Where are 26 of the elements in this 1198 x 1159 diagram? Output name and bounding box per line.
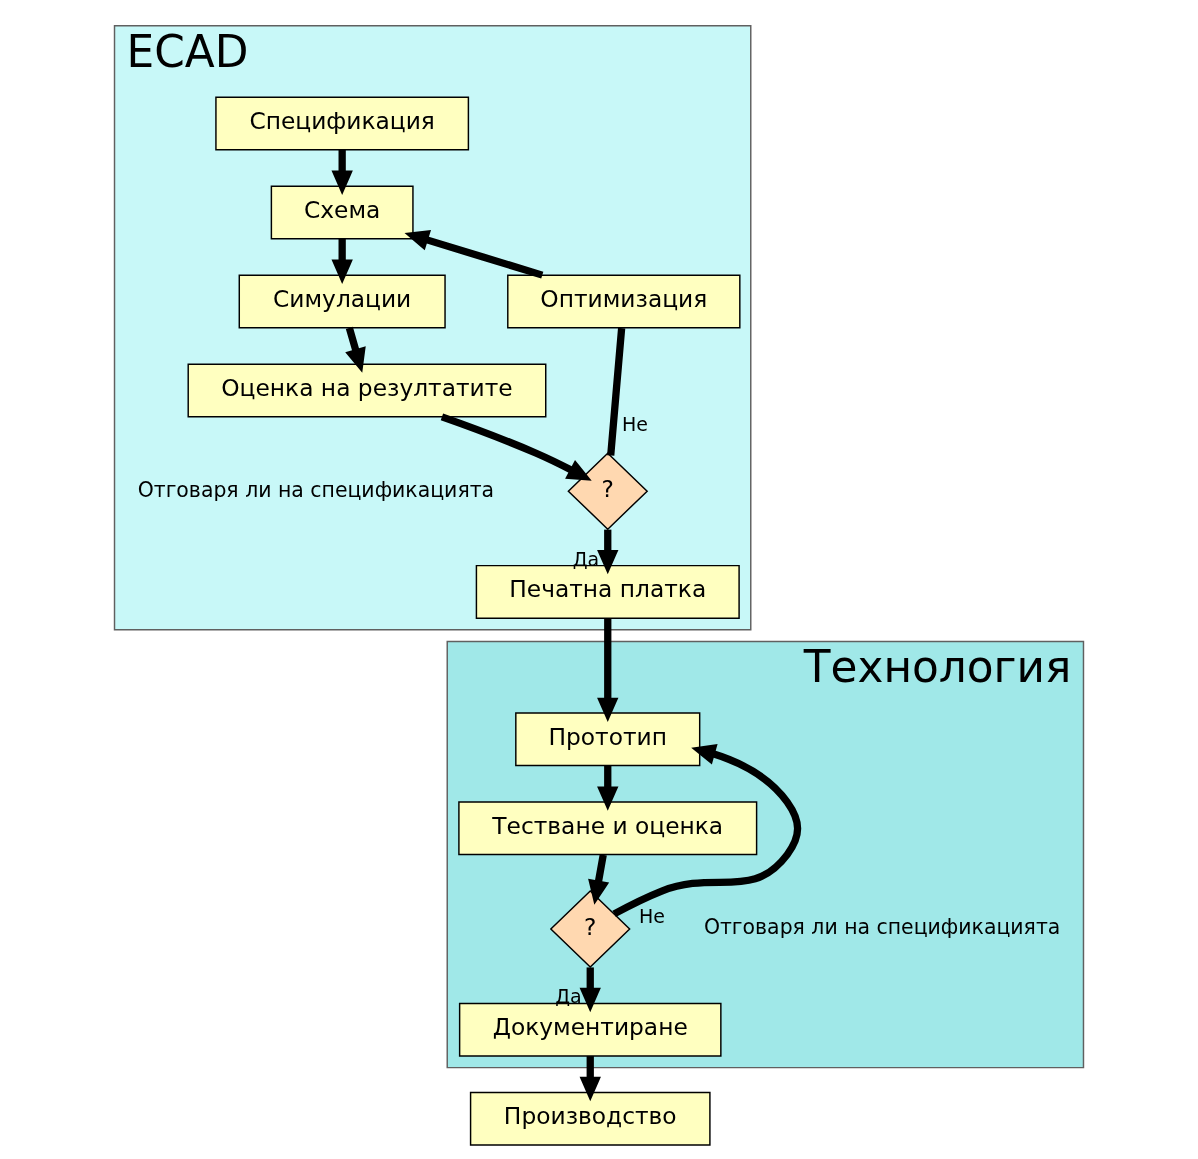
arrow: [331, 238, 353, 284]
node-box: Оптимизация: [507, 274, 741, 329]
arrow: [597, 765, 619, 811]
node-box: Спецификация: [215, 96, 470, 151]
arrow: [597, 618, 619, 723]
node-box: Схема: [270, 185, 414, 240]
edge-label: Не: [622, 413, 649, 436]
edge-label: Не: [638, 905, 665, 928]
node-box: Прототип: [515, 712, 701, 767]
node-label: Отговаря ли на спецификацията: [137, 477, 495, 502]
arrow: [404, 229, 544, 279]
node-label: Отговаря ли на спецификацията: [703, 915, 1061, 940]
arrow: [440, 413, 592, 481]
arrow: [597, 529, 619, 575]
node-box: Оценка на резултатите: [187, 363, 547, 418]
connector: [607, 327, 626, 456]
arrow: [579, 1056, 601, 1102]
node-diamond: ?: [549, 890, 631, 968]
node-box: Тестване и оценка: [458, 801, 758, 856]
arrow: [588, 854, 610, 905]
arrow: [612, 743, 802, 918]
node-box: Производство: [469, 1091, 711, 1146]
node-box: Симулации: [238, 274, 446, 329]
arrow: [345, 326, 366, 373]
arrow: [579, 967, 601, 1013]
arrow: [331, 149, 353, 195]
